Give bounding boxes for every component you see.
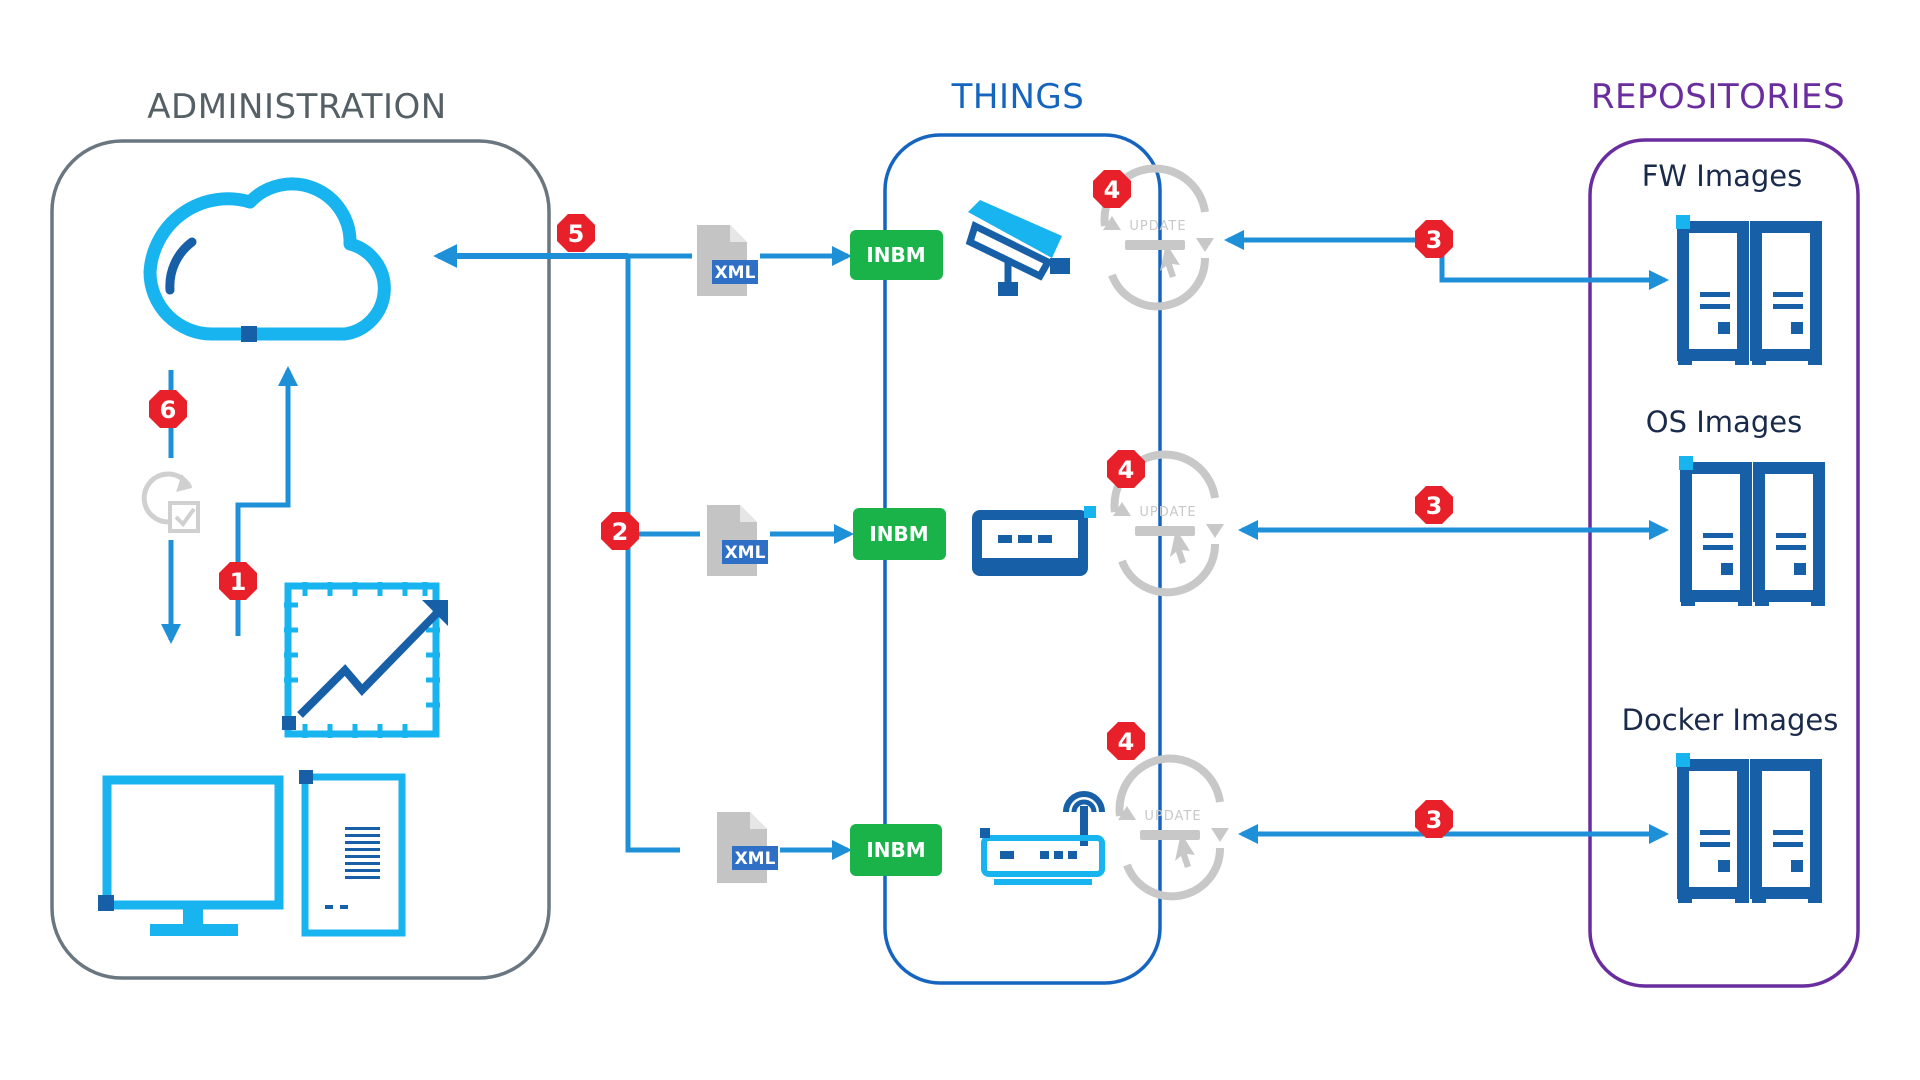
monitor-icon: [98, 775, 284, 936]
sync-check-icon: [141, 471, 200, 533]
xml-file-icon: XML: [697, 225, 758, 296]
step-badge-3: 3: [1415, 220, 1453, 258]
svg-text:1: 1: [230, 568, 247, 596]
security-camera-icon: [965, 200, 1070, 296]
telemetry-chart-icon: [282, 582, 448, 738]
step-badge-4: 4: [1093, 170, 1131, 208]
fw-images-label: FW Images: [1642, 159, 1803, 193]
cloud-icon: [143, 177, 391, 342]
update-label: UPDATE: [1144, 809, 1201, 824]
step-badge-5: 5: [557, 214, 595, 252]
administration-container: [50, 139, 551, 980]
repository-server-icon: [1676, 753, 1822, 903]
svg-text:5: 5: [568, 220, 585, 248]
xml-label: XML: [735, 849, 776, 869]
repository-server-icon: [1676, 215, 1822, 365]
step-badge-3: 3: [1415, 486, 1453, 524]
step-badge-2: 2: [601, 512, 639, 550]
svg-text:2: 2: [612, 518, 629, 546]
docker-images-label: Docker Images: [1622, 703, 1839, 737]
inbm-label: INBM: [866, 243, 925, 267]
step-badge-4: 4: [1107, 450, 1145, 488]
svg-text:3: 3: [1426, 492, 1443, 520]
repository-server-icon: [1679, 456, 1825, 606]
svg-text:4: 4: [1118, 728, 1135, 756]
things-heading: THINGS: [951, 77, 1085, 117]
step-badge-1: 1: [219, 562, 257, 600]
server-tower-icon: [299, 770, 406, 937]
xml-label: XML: [725, 543, 766, 563]
step-badge-3: 3: [1415, 800, 1453, 838]
inbm-agent: INBM: [853, 508, 946, 560]
svg-text:4: 4: [1118, 456, 1135, 484]
svg-text:3: 3: [1426, 226, 1443, 254]
update-icon: UPDATE: [1115, 754, 1229, 901]
gateway-device-icon: [972, 506, 1096, 576]
inbm-agent: INBM: [850, 230, 943, 280]
update-label: UPDATE: [1129, 219, 1186, 234]
step-badge-4: 4: [1107, 722, 1145, 760]
svg-text:3: 3: [1426, 806, 1443, 834]
xml-label: XML: [715, 263, 756, 283]
update-icon: UPDATE: [1110, 450, 1224, 597]
xml-file-icon: XML: [717, 812, 778, 883]
flow-step2-trunk: [625, 256, 680, 853]
update-label: UPDATE: [1139, 505, 1196, 520]
svg-text:4: 4: [1104, 176, 1121, 204]
svg-text:6: 6: [160, 396, 177, 424]
router-icon: [980, 791, 1105, 885]
flow-step3-fw: [1224, 230, 1669, 290]
xml-file-icon: XML: [707, 505, 768, 576]
inbm-label: INBM: [866, 838, 925, 862]
repositories-container: [1588, 138, 1860, 988]
administration-heading: ADMINISTRATION: [147, 87, 446, 127]
repositories-heading: REPOSITORIES: [1591, 77, 1845, 117]
inbm-agent: INBM: [850, 824, 942, 876]
inbm-label: INBM: [869, 522, 928, 546]
step-badge-6: 6: [149, 390, 187, 428]
os-images-label: OS Images: [1646, 405, 1802, 439]
